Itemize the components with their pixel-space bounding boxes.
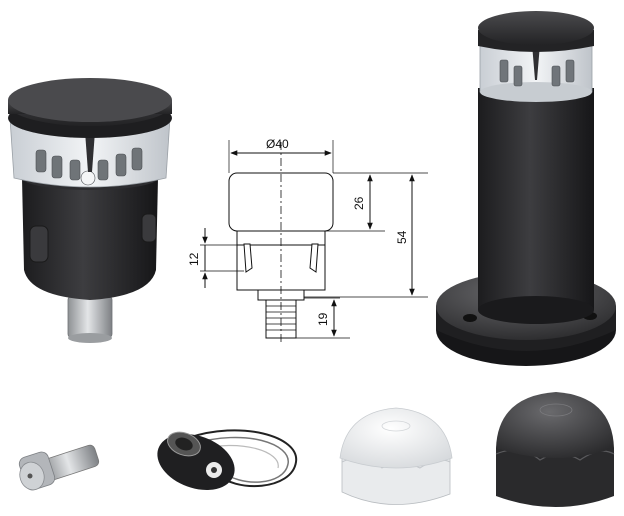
cable-connector [157, 429, 298, 491]
led-cluster [35, 147, 143, 186]
dimension-diameter: Ø40 [266, 137, 289, 151]
dimension-total-height: 54 [395, 230, 409, 244]
grey-dome-cap [495, 392, 615, 507]
dimension-thread-length: 19 [316, 312, 330, 326]
dimension-drawing [200, 140, 428, 345]
bayonet-led-bulb [18, 444, 100, 491]
dimension-clip-height: 12 [187, 252, 201, 266]
signal-tower-module [8, 78, 172, 343]
bollard-light [436, 11, 616, 366]
white-dome-cap [339, 407, 453, 505]
dimension-cap-height: 26 [352, 196, 366, 210]
